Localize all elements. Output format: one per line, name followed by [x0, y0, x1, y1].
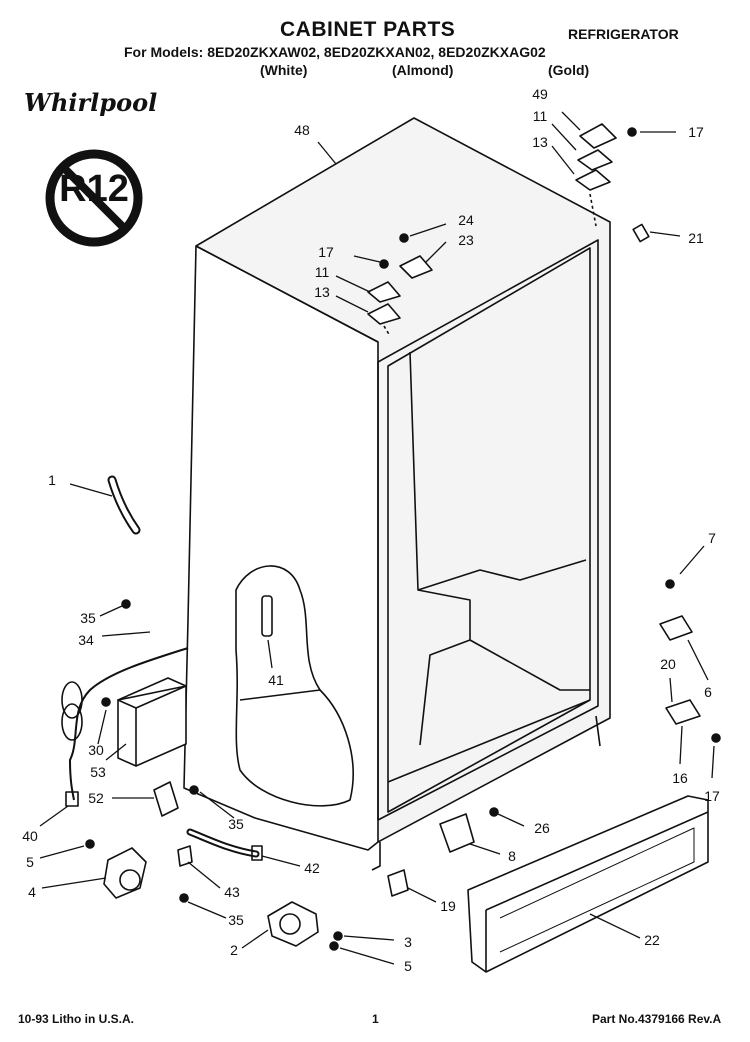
no-r12-icon [45, 149, 143, 247]
callout-48: 48 [294, 122, 310, 138]
model-colors: (White) (Almond) (Gold) [0, 62, 750, 80]
callout-49: 49 [532, 86, 548, 102]
callout-30: 30 [88, 742, 104, 758]
callout-7: 7 [708, 530, 716, 546]
callout-52: 52 [88, 790, 104, 806]
color-white: (White) [260, 62, 308, 78]
callout-21: 21 [688, 230, 704, 246]
callout-17-top: 17 [688, 124, 704, 140]
callout-4: 4 [28, 884, 36, 900]
appliance-type: REFRIGERATOR [568, 26, 679, 42]
callout-2: 2 [230, 942, 238, 958]
callout-5-left: 5 [26, 854, 34, 870]
callout-41: 41 [268, 672, 284, 688]
callout-53: 53 [90, 764, 106, 780]
model-numbers: For Models: 8ED20ZKXAW02, 8ED20ZKXAN02, … [124, 44, 546, 60]
leader-lines [39, 111, 715, 965]
callout-24: 24 [458, 212, 474, 228]
callout-35-mid: 35 [228, 816, 244, 832]
callout-26: 26 [534, 820, 550, 836]
callout-19: 19 [440, 898, 456, 914]
litho-note: 10-93 Litho in U.S.A. [18, 1012, 135, 1026]
callout-11-mid: 11 [314, 264, 330, 280]
callout-35-upper: 35 [80, 610, 96, 626]
callout-34: 34 [78, 632, 94, 648]
part-number: Part No.4379166 Rev.A [592, 1012, 722, 1026]
callout-20: 20 [660, 656, 676, 672]
page-title: CABINET PARTS [280, 18, 456, 41]
badge-slash [61, 165, 127, 231]
callout-5-right: 5 [404, 958, 412, 974]
callout-11-top: 11 [532, 108, 548, 124]
callout-22: 22 [644, 932, 660, 948]
callout-16: 16 [672, 770, 688, 786]
page-number: 1 [372, 1012, 379, 1026]
callout-35-lower: 35 [228, 912, 244, 928]
callout-8: 8 [508, 848, 516, 864]
color-gold: (Gold) [548, 62, 590, 78]
callout-43: 43 [224, 884, 240, 900]
callout-17-lower: 17 [704, 788, 720, 804]
callout-13-mid: 13 [314, 284, 330, 300]
color-almond: (Almond) [392, 62, 454, 78]
whirlpool-logo: Whirlpool [24, 88, 158, 117]
callout-3: 3 [404, 934, 412, 950]
callout-13-top: 13 [532, 134, 548, 150]
callout-40: 40 [22, 828, 38, 844]
callout-1: 1 [48, 472, 56, 488]
callout-42: 42 [304, 860, 320, 876]
callout-23: 23 [458, 232, 474, 248]
callout-17-mid: 17 [318, 244, 334, 260]
cabinet-body [61, 117, 721, 973]
callout-6: 6 [704, 684, 712, 700]
